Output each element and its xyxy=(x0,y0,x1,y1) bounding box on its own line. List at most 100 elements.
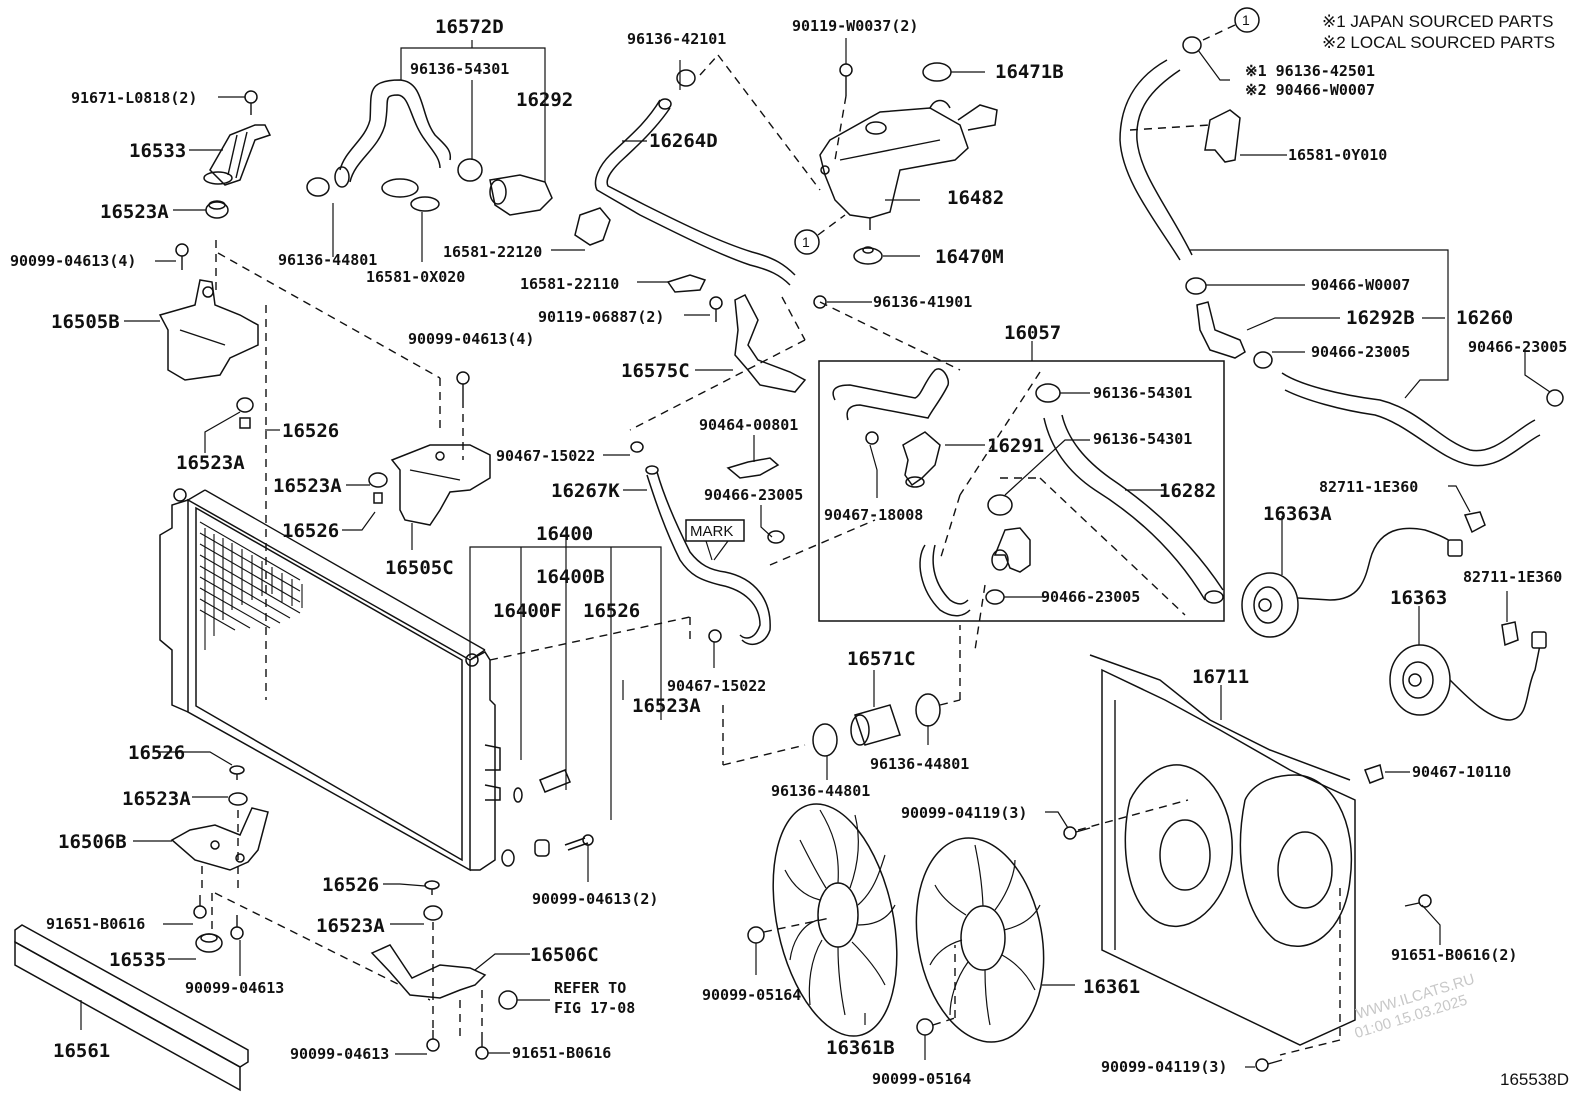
label-90099-05164-center[interactable]: 90099-05164 xyxy=(872,1070,971,1088)
label-16581-0Y010[interactable]: 16581-0Y010 xyxy=(1288,146,1387,164)
label-90099-04119-lower[interactable]: 90099-04119(3) xyxy=(1101,1058,1227,1076)
radiator-16400 xyxy=(159,488,501,872)
label-90467-15022-lower[interactable]: 90467-15022 xyxy=(667,677,766,695)
label-90464-00801[interactable]: 90464-00801 xyxy=(699,416,798,434)
label-90099-04119-upper[interactable]: 90099-04119(3) xyxy=(901,804,1027,822)
label-90099-04613-4-left[interactable]: 90099-04613(4) xyxy=(10,252,136,270)
label-90467-10110[interactable]: 90467-10110 xyxy=(1412,763,1511,781)
label-90099-04613-4-center[interactable]: 90099-04613(4) xyxy=(408,330,534,348)
label-16523A-top[interactable]: 16523A xyxy=(100,201,169,223)
label-16526-lower-left[interactable]: 16526 xyxy=(128,742,185,764)
clamp-90466-23005-right xyxy=(1253,351,1273,369)
label-16526-lower-center[interactable]: 16526 xyxy=(322,874,379,896)
label-90466-23005-right[interactable]: 90466-23005 xyxy=(1311,343,1410,361)
label-16291[interactable]: 16291 xyxy=(987,435,1044,457)
label-90466-W0007-note[interactable]: ※2 90466-W0007 xyxy=(1245,81,1375,99)
hose-16260-lower xyxy=(1281,372,1541,467)
label-82711-1E360-upper[interactable]: 82711-1E360 xyxy=(1319,478,1418,496)
bolt-90099-04613-lower-left xyxy=(230,915,244,940)
label-16523A-center[interactable]: 16523A xyxy=(273,475,342,497)
label-16470M[interactable]: 16470M xyxy=(935,246,1004,268)
label-90466-23005-box[interactable]: 90466-23005 xyxy=(1041,588,1140,606)
label-16400F[interactable]: 16400F xyxy=(493,600,562,622)
label-16581-22120[interactable]: 16581-22120 xyxy=(443,243,542,261)
label-96136-54301-upper[interactable]: 96136-54301 xyxy=(410,60,509,78)
upper-hose-16572D xyxy=(334,79,452,188)
label-16482[interactable]: 16482 xyxy=(947,187,1004,209)
clip-16526-lower-left xyxy=(229,765,245,780)
label-16523A-lower-center[interactable]: 16523A xyxy=(316,915,385,937)
label-16581-0X020[interactable]: 16581-0X020 xyxy=(366,268,465,286)
label-16400[interactable]: 16400 xyxy=(536,523,593,545)
label-16506B[interactable]: 16506B xyxy=(58,831,127,853)
label-16361B[interactable]: 16361B xyxy=(826,1037,895,1059)
label-16505C[interactable]: 16505C xyxy=(385,557,454,579)
label-90466-23005-far[interactable]: 90466-23005 xyxy=(1468,338,1567,356)
label-90119-06887[interactable]: 90119-06887(2) xyxy=(538,308,664,326)
label-96136-54301-box-mid[interactable]: 96136-54301 xyxy=(1093,430,1192,448)
label-16471B[interactable]: 16471B xyxy=(995,61,1064,83)
label-16292[interactable]: 16292 xyxy=(516,89,573,111)
bracket-16575C xyxy=(734,293,807,393)
label-90099-04613-lower-center[interactable]: 90099-04613 xyxy=(290,1045,389,1063)
label-16292B[interactable]: 16292B xyxy=(1346,307,1415,329)
label-16523A-radiator[interactable]: 16523A xyxy=(632,695,701,717)
label-16400B[interactable]: 16400B xyxy=(536,566,605,588)
cushion-16523A-lower-left xyxy=(228,792,248,806)
label-96136-42101[interactable]: 96136-42101 xyxy=(627,30,726,48)
label-16526-radiator[interactable]: 16526 xyxy=(583,600,640,622)
label-16267K[interactable]: 16267K xyxy=(551,480,620,502)
hose-in-box-lower xyxy=(919,544,971,617)
label-16535[interactable]: 16535 xyxy=(109,949,166,971)
label-96136-54301-box-top[interactable]: 96136-54301 xyxy=(1093,384,1192,402)
label-16581-22110[interactable]: 16581-22110 xyxy=(520,275,619,293)
clamp-96136-42501 xyxy=(1182,36,1202,54)
label-16361[interactable]: 16361 xyxy=(1083,976,1140,998)
label-90099-05164-left[interactable]: 90099-05164 xyxy=(702,986,801,1004)
label-91651-B0616-lower-center[interactable]: 91651-B0616 xyxy=(512,1044,611,1062)
cushion-16523A-lower-center xyxy=(423,905,443,921)
label-16575C[interactable]: 16575C xyxy=(621,360,690,382)
label-90099-04613-lower-left[interactable]: 90099-04613 xyxy=(185,979,284,997)
label-16572D[interactable]: 16572D xyxy=(435,16,504,38)
label-16526-upper[interactable]: 16526 xyxy=(282,420,339,442)
clamp-96136-44801-top xyxy=(306,177,330,197)
label-90467-15022-upper[interactable]: 90467-15022 xyxy=(496,447,595,465)
label-16561[interactable]: 16561 xyxy=(53,1040,110,1062)
label-16571C[interactable]: 16571C xyxy=(847,648,916,670)
label-96136-44801-upper[interactable]: 96136-44801 xyxy=(278,251,377,269)
label-90119-W0037[interactable]: 90119-W0037(2) xyxy=(792,17,918,35)
bracket-16533 xyxy=(203,124,272,186)
label-90466-23005-mid[interactable]: 90466-23005 xyxy=(704,486,803,504)
bracket-16506C xyxy=(370,944,487,999)
label-16505B[interactable]: 16505B xyxy=(51,311,120,333)
label-16282[interactable]: 16282 xyxy=(1159,480,1216,502)
label-16523A-mid[interactable]: 16523A xyxy=(176,452,245,474)
label-16363A[interactable]: 16363A xyxy=(1263,503,1332,525)
label-90466-W0007[interactable]: 90466-W0007 xyxy=(1311,276,1410,294)
bolt-90119-06887 xyxy=(709,296,723,322)
label-16533[interactable]: 16533 xyxy=(129,140,186,162)
label-16260[interactable]: 16260 xyxy=(1456,307,1513,329)
leader-lines xyxy=(80,38,1551,1068)
label-96136-42501[interactable]: ※1 96136-42501 xyxy=(1245,62,1375,80)
label-96136-44801-left[interactable]: 96136-44801 xyxy=(771,782,870,800)
label-16711[interactable]: 16711 xyxy=(1192,666,1249,688)
label-82711-1E360-lower[interactable]: 82711-1E360 xyxy=(1463,568,1562,586)
clip-16581-0Y010 xyxy=(1204,109,1241,163)
fan-16361 xyxy=(915,837,1045,1043)
label-16526-center[interactable]: 16526 xyxy=(282,520,339,542)
label-16363[interactable]: 16363 xyxy=(1390,587,1447,609)
label-90467-18008[interactable]: 90467-18008 xyxy=(824,506,923,524)
label-91651-B0616-2[interactable]: 91651-B0616(2) xyxy=(1391,946,1517,964)
label-96136-44801-right[interactable]: 96136-44801 xyxy=(870,755,969,773)
label-91671-L0818[interactable]: 91671-L0818(2) xyxy=(71,89,197,107)
label-16057[interactable]: 16057 xyxy=(1004,322,1061,344)
label-16264D[interactable]: 16264D xyxy=(649,130,718,152)
label-90099-04613-2[interactable]: 90099-04613(2) xyxy=(532,890,658,908)
label-91651-B0616-left[interactable]: 91651-B0616 xyxy=(46,915,145,933)
label-96136-41901[interactable]: 96136-41901 xyxy=(873,293,972,311)
fan-motor-16363A xyxy=(1241,527,1463,638)
label-16506C[interactable]: 16506C xyxy=(530,944,599,966)
label-16523A-lower-left[interactable]: 16523A xyxy=(122,788,191,810)
